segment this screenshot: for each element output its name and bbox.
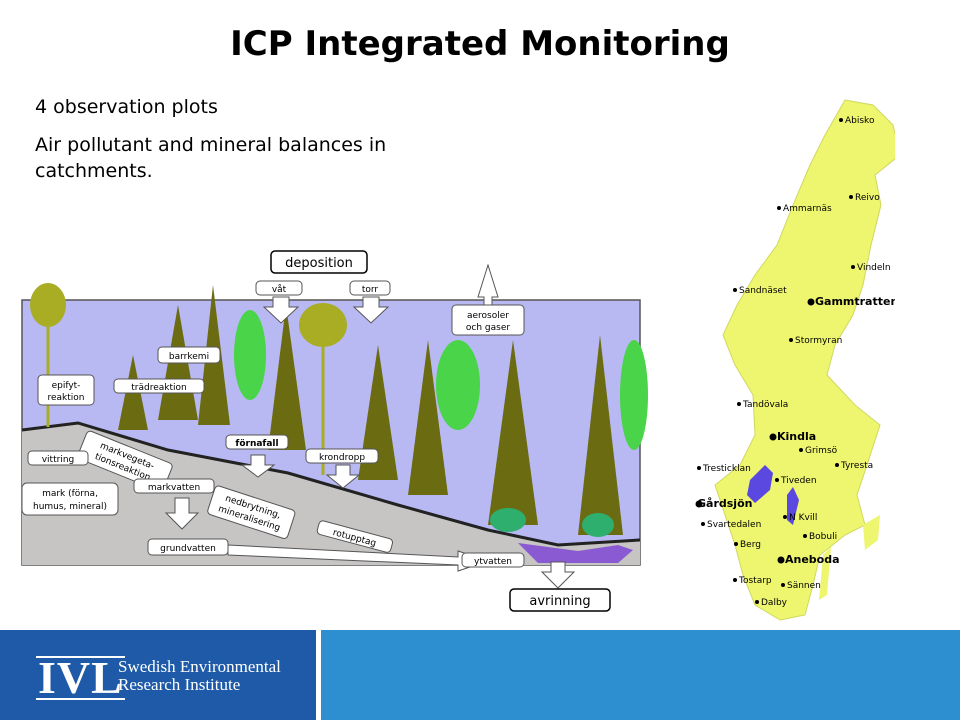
map-site-dot: [775, 478, 779, 482]
map-site-label: Grimsö: [805, 446, 838, 456]
map-site-dot: [849, 195, 853, 199]
bullet-observation-plots: 4 observation plots: [35, 96, 218, 118]
aerosol-label-1: aerosoler: [467, 311, 509, 321]
org-line-2: Research Institute: [118, 675, 241, 694]
deposition-label: deposition: [285, 256, 353, 271]
fornafall-label: förnafall: [235, 439, 278, 449]
epifyt-label-2: reaktion: [47, 393, 84, 403]
island-oland: [819, 547, 831, 600]
wet-label: våt: [272, 284, 287, 295]
map-site-label: Tandövala: [742, 400, 788, 410]
map-site-label: Sandnäset: [739, 286, 787, 296]
map-site-label: Tiveden: [780, 476, 817, 486]
map-site-label: Tyresta: [840, 461, 873, 471]
grundvatten-label: grundvatten: [160, 544, 216, 554]
map-site-dot: [851, 265, 855, 269]
bullet-balances: Air pollutant and mineral balances in ca…: [35, 134, 387, 182]
map-site-label: Tostarp: [738, 576, 772, 586]
map-site-label: Reivo: [855, 193, 880, 203]
lake-vattern: [787, 487, 799, 525]
map-site-dot: [733, 288, 737, 292]
footer: IVL Swedish Environmental Research Insti…: [0, 630, 960, 720]
map-site-dot: [781, 583, 785, 587]
map-site-dot: [697, 466, 701, 470]
krondropp-arrow: [325, 464, 361, 489]
fornafall-arrow: [240, 454, 276, 478]
map-site-dot: [777, 206, 781, 210]
map-site-dot: [789, 338, 793, 342]
markvatten-arrow: [164, 497, 200, 530]
barrkemi-label: barrkemi: [169, 352, 209, 362]
dry-arrow: [352, 296, 390, 324]
krondropp-label: krondropp: [319, 453, 365, 463]
map-site-label: Bobuli: [809, 532, 837, 542]
map-site-label: Vindeln: [857, 263, 891, 273]
slide-title: ICP Integrated Monitoring: [230, 24, 730, 64]
map-site-dot: [701, 522, 705, 526]
dry-label: torr: [362, 285, 379, 295]
ytvatten-label: ytvatten: [474, 557, 512, 567]
map-site-label: N Kvill: [789, 513, 817, 523]
mark-label-2: humus, mineral): [33, 502, 107, 512]
map-site-dot: [803, 534, 807, 538]
map-site-label: Gammtratten: [815, 295, 895, 308]
map-site-dot: [695, 500, 703, 508]
map-site-dot: [737, 402, 741, 406]
footer-brand-panel: IVL Swedish Environmental Research Insti…: [0, 630, 316, 720]
lake-vanern: [747, 465, 773, 503]
markvatten-label: markvatten: [148, 483, 200, 493]
map-site-label: Dalby: [761, 598, 788, 608]
map-site-label: Kindla: [777, 430, 816, 443]
wet-arrow: [262, 296, 300, 324]
epifyt-label-1: epifyt-: [52, 381, 81, 391]
map-site-dot: [835, 463, 839, 467]
avrinning-arrow: [540, 561, 576, 589]
mark-label-1: mark (förna,: [42, 489, 98, 499]
map-site-label: Ammarnäs: [783, 204, 832, 214]
map-site-dot: [777, 556, 785, 564]
avrinning-box: [509, 588, 611, 612]
island-gotland: [863, 515, 880, 550]
map-sites: AbiskoReivoAmmarnäsVindelnSandnäsetGammt…: [695, 116, 895, 608]
soil-surface: [21, 421, 641, 547]
aerosol-label-2: och gaser: [466, 323, 510, 333]
map-site-dot: [769, 433, 777, 441]
map-site-dot: [807, 298, 815, 306]
deposition-box: [270, 250, 368, 274]
avrinning-label: avrinning: [529, 594, 590, 609]
map-site-label: Aneboda: [785, 553, 840, 566]
footer-accent-panel: [321, 630, 960, 720]
sweden-map: AbiskoReivoAmmarnäsVindelnSandnäsetGammt…: [695, 99, 895, 621]
map-site-label: Svartedalen: [707, 520, 761, 530]
map-site-label: Stormyran: [795, 336, 842, 346]
map-site-label: Tresticklan: [702, 464, 751, 474]
tradreaktion-label: trädreaktion: [131, 383, 186, 393]
map-site-label: Sännen: [787, 581, 821, 591]
map-site-dot: [734, 542, 738, 546]
map-site-label: Berg: [740, 540, 761, 550]
map-site-label: Abisko: [845, 116, 875, 126]
map-site-dot: [755, 600, 759, 604]
catchment-diagram: deposition våt torr aerosoler och gaser …: [21, 250, 648, 612]
map-site-dot: [783, 515, 787, 519]
ivl-logo: IVL: [36, 652, 125, 703]
map-site-dot: [799, 448, 803, 452]
trees: [30, 283, 648, 537]
map-site-label: Gårdsjön: [697, 497, 752, 510]
map-site-dot: [839, 118, 843, 122]
lake: [518, 543, 633, 563]
org-line-1: Swedish Environmental: [118, 657, 281, 676]
organization-name: Swedish Environmental Research Institute: [118, 658, 308, 694]
map-site-dot: [733, 578, 737, 582]
vittring-label: vittring: [42, 455, 75, 465]
